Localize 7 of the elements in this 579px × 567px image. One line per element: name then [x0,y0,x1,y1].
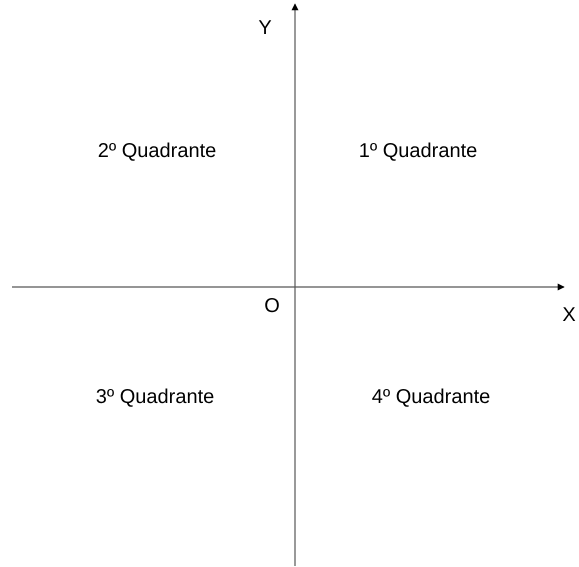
quadrant-label: 4º Quadrante [370,385,492,409]
axis-label: Y [258,16,272,40]
quadrant-label: 1º Quadrante [358,139,478,163]
origin-label: O [264,294,280,318]
quadrant-label: 3º Quadrante [94,385,216,409]
quadrant-label: 2º Quadrante [96,139,218,163]
axis-label: X [562,303,576,327]
